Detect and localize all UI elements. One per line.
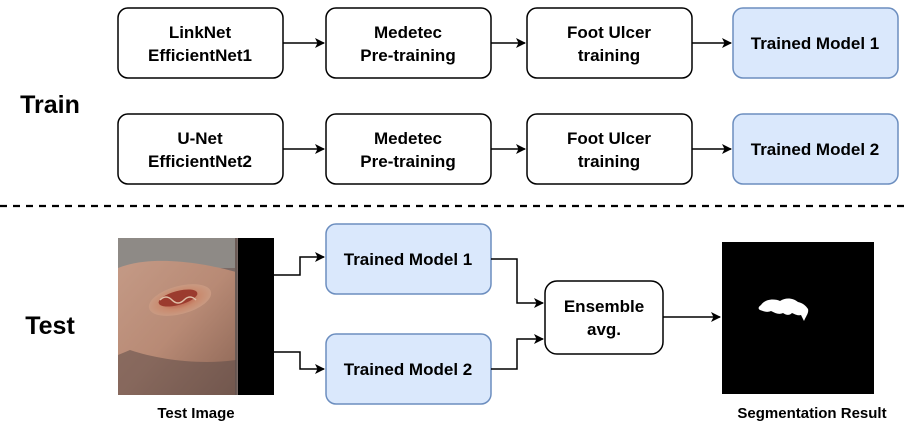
- pretrain-box-1-line2: Pre-training: [360, 46, 455, 65]
- ensemble-box: [544, 280, 664, 355]
- pretrain-box-2-line1: Medetec: [374, 129, 442, 148]
- arrow-image-to-model1: [274, 252, 325, 276]
- trained-model-2-box: [732, 113, 899, 185]
- trained-model-1-label: Trained Model 1: [751, 34, 879, 53]
- trained-model-1-box: [732, 7, 899, 79]
- train-box-1: [526, 7, 693, 79]
- model-box-1-line1: LinkNet: [169, 23, 232, 42]
- model-box-2-line1: U-Net: [177, 129, 223, 148]
- pretrain-box-1-line1: Medetec: [374, 23, 442, 42]
- test-trained-model-1-label: Trained Model 1: [344, 250, 472, 269]
- arrow-model2-to-ensemble: [491, 334, 544, 370]
- train-pipeline-1: LinkNet EfficientNet1 Medetec Pre-traini…: [117, 7, 899, 79]
- model-box-2-line2: EfficientNet2: [148, 152, 252, 171]
- test-section-label: Test: [25, 312, 75, 340]
- train-section-label: Train: [20, 91, 80, 119]
- pretrain-box-2-line2: Pre-training: [360, 152, 455, 171]
- train-pipeline-2: U-Net EfficientNet2 Medetec Pre-training…: [117, 113, 899, 185]
- model-box-1: [117, 7, 284, 79]
- pretrain-box-2: [325, 113, 492, 185]
- segmentation-result-image: [722, 242, 874, 394]
- model-box-1-line2: EfficientNet1: [148, 46, 252, 65]
- model-box-2: [117, 113, 284, 185]
- arrow-model1-to-ensemble: [491, 258, 544, 308]
- train-box-2-line2: training: [578, 152, 640, 171]
- test-image: [118, 238, 274, 395]
- pretrain-box-1: [325, 7, 492, 79]
- train-box-2: [526, 113, 693, 185]
- segmentation-result-caption: Segmentation Result: [737, 405, 886, 422]
- train-box-2-line1: Foot Ulcer: [567, 129, 651, 148]
- test-trained-model-2-label: Trained Model 2: [344, 360, 472, 379]
- train-box-1-line1: Foot Ulcer: [567, 23, 651, 42]
- test-pipeline: Test Image Trained Model 1 Trained Model…: [118, 223, 887, 422]
- train-box-1-line2: training: [578, 46, 640, 65]
- test-image-caption: Test Image: [157, 405, 234, 422]
- ensemble-line2: avg.: [587, 320, 621, 339]
- trained-model-2-label: Trained Model 2: [751, 140, 879, 159]
- ensemble-line1: Ensemble: [564, 297, 644, 316]
- arrow-image-to-model2: [274, 351, 325, 374]
